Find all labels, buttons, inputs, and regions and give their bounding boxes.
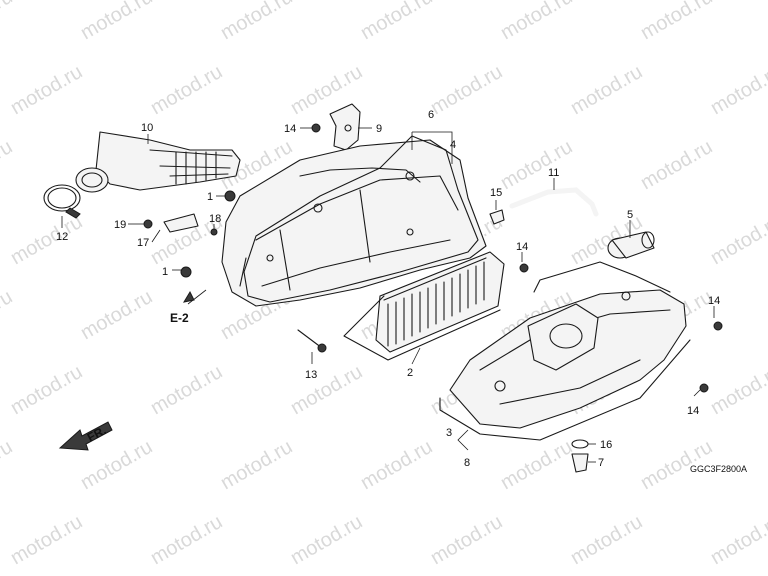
callout-15: 15 xyxy=(490,187,502,199)
callout-9: 9 xyxy=(376,123,382,135)
callout-3: 3 xyxy=(446,427,452,439)
watermark-text: motod.ru xyxy=(707,61,768,120)
callout-11: 11 xyxy=(548,167,559,179)
callout-10: 10 xyxy=(141,122,153,134)
front-direction-arrow: FR. xyxy=(58,421,113,451)
watermark-text: motod.ru xyxy=(707,361,768,420)
callout-12: 12 xyxy=(56,231,68,243)
callout-16: 16 xyxy=(600,439,612,451)
watermark-text: motod.ru xyxy=(7,511,86,570)
watermark-text: motod.ru xyxy=(7,61,86,120)
callout-numbers: 10 12 1 1 19 17 18 14 9 6 4 11 15 14 5 1… xyxy=(56,109,747,474)
watermark-text: motod.ru xyxy=(7,211,86,270)
watermark-text: motod.ru xyxy=(427,511,506,570)
watermark-text: motod.ru xyxy=(287,361,366,420)
watermark-text: motod.ru xyxy=(707,511,768,570)
watermark-text: motod.ru xyxy=(7,361,86,420)
watermark-text: motod.ru xyxy=(357,0,436,44)
watermark-text: motod.ru xyxy=(147,361,226,420)
callout-17: 17 xyxy=(137,237,149,249)
part-clip xyxy=(489,209,505,225)
callout-5: 5 xyxy=(627,209,633,221)
part-connector-tube xyxy=(607,231,655,259)
watermark-text: motod.ru xyxy=(147,61,226,120)
watermark-text: motod.ru xyxy=(707,211,768,270)
callout-13: 13 xyxy=(305,369,317,381)
callout-14: 14 xyxy=(687,405,699,417)
watermark-text: motod.ru xyxy=(637,0,716,44)
callout-7: 7 xyxy=(598,457,604,469)
part-bracket xyxy=(329,103,361,151)
watermark-text: motod.ru xyxy=(287,511,366,570)
watermark-text: motod.ru xyxy=(497,136,576,195)
watermark-text: motod.ru xyxy=(77,0,156,44)
watermark-text: motod.ru xyxy=(567,511,646,570)
watermark-text: motod.ru xyxy=(147,511,226,570)
callout-2: 2 xyxy=(407,367,413,379)
watermark-text: motod.ru xyxy=(427,61,506,120)
arrow-left-icon xyxy=(58,421,113,451)
watermark-text: motod.ru xyxy=(217,0,296,44)
callout-4: 4 xyxy=(450,139,456,151)
watermark-text: motod.ru xyxy=(217,436,296,495)
callout-14: 14 xyxy=(516,241,528,253)
leader-lines xyxy=(61,127,715,463)
callout-19: 19 xyxy=(114,219,126,231)
watermark-text: motod.ru xyxy=(497,436,576,495)
callout-1: 1 xyxy=(207,191,213,203)
part-drain-plug xyxy=(571,439,589,473)
watermark-text: motod.ru xyxy=(77,286,156,345)
part-breather-tube xyxy=(509,187,599,217)
watermark-text: motod.ru xyxy=(0,286,16,345)
callout-1: 1 xyxy=(162,266,168,278)
diagram-code: GGC3F2800A xyxy=(690,464,747,474)
watermark-text: motod.ru xyxy=(567,61,646,120)
callout-6: 6 xyxy=(428,109,434,121)
callout-18: 18 xyxy=(209,213,221,225)
callout-8: 8 xyxy=(464,457,470,469)
callout-14: 14 xyxy=(284,123,296,135)
part-air-cleaner-case xyxy=(221,139,487,307)
part-air-cleaner-cover xyxy=(439,261,691,441)
part-gasket xyxy=(243,135,479,303)
watermark-text: motod.ru xyxy=(357,436,436,495)
callout-14: 14 xyxy=(708,295,720,307)
watermark-text: motod.ru xyxy=(77,436,156,495)
watermark-text: motod.ru xyxy=(497,0,576,44)
part-inlet-duct xyxy=(75,131,241,193)
part-filter-element xyxy=(343,251,505,361)
watermark-text: motod.ru xyxy=(0,0,16,44)
arrow-up-icon xyxy=(182,290,195,303)
watermark-text: motod.ru xyxy=(637,136,716,195)
watermark-text: motod.ru xyxy=(0,136,16,195)
part-hose-clamp xyxy=(43,184,81,219)
section-ref-e2: E-2 xyxy=(170,311,189,325)
watermark-text: motod.ru xyxy=(0,436,16,495)
